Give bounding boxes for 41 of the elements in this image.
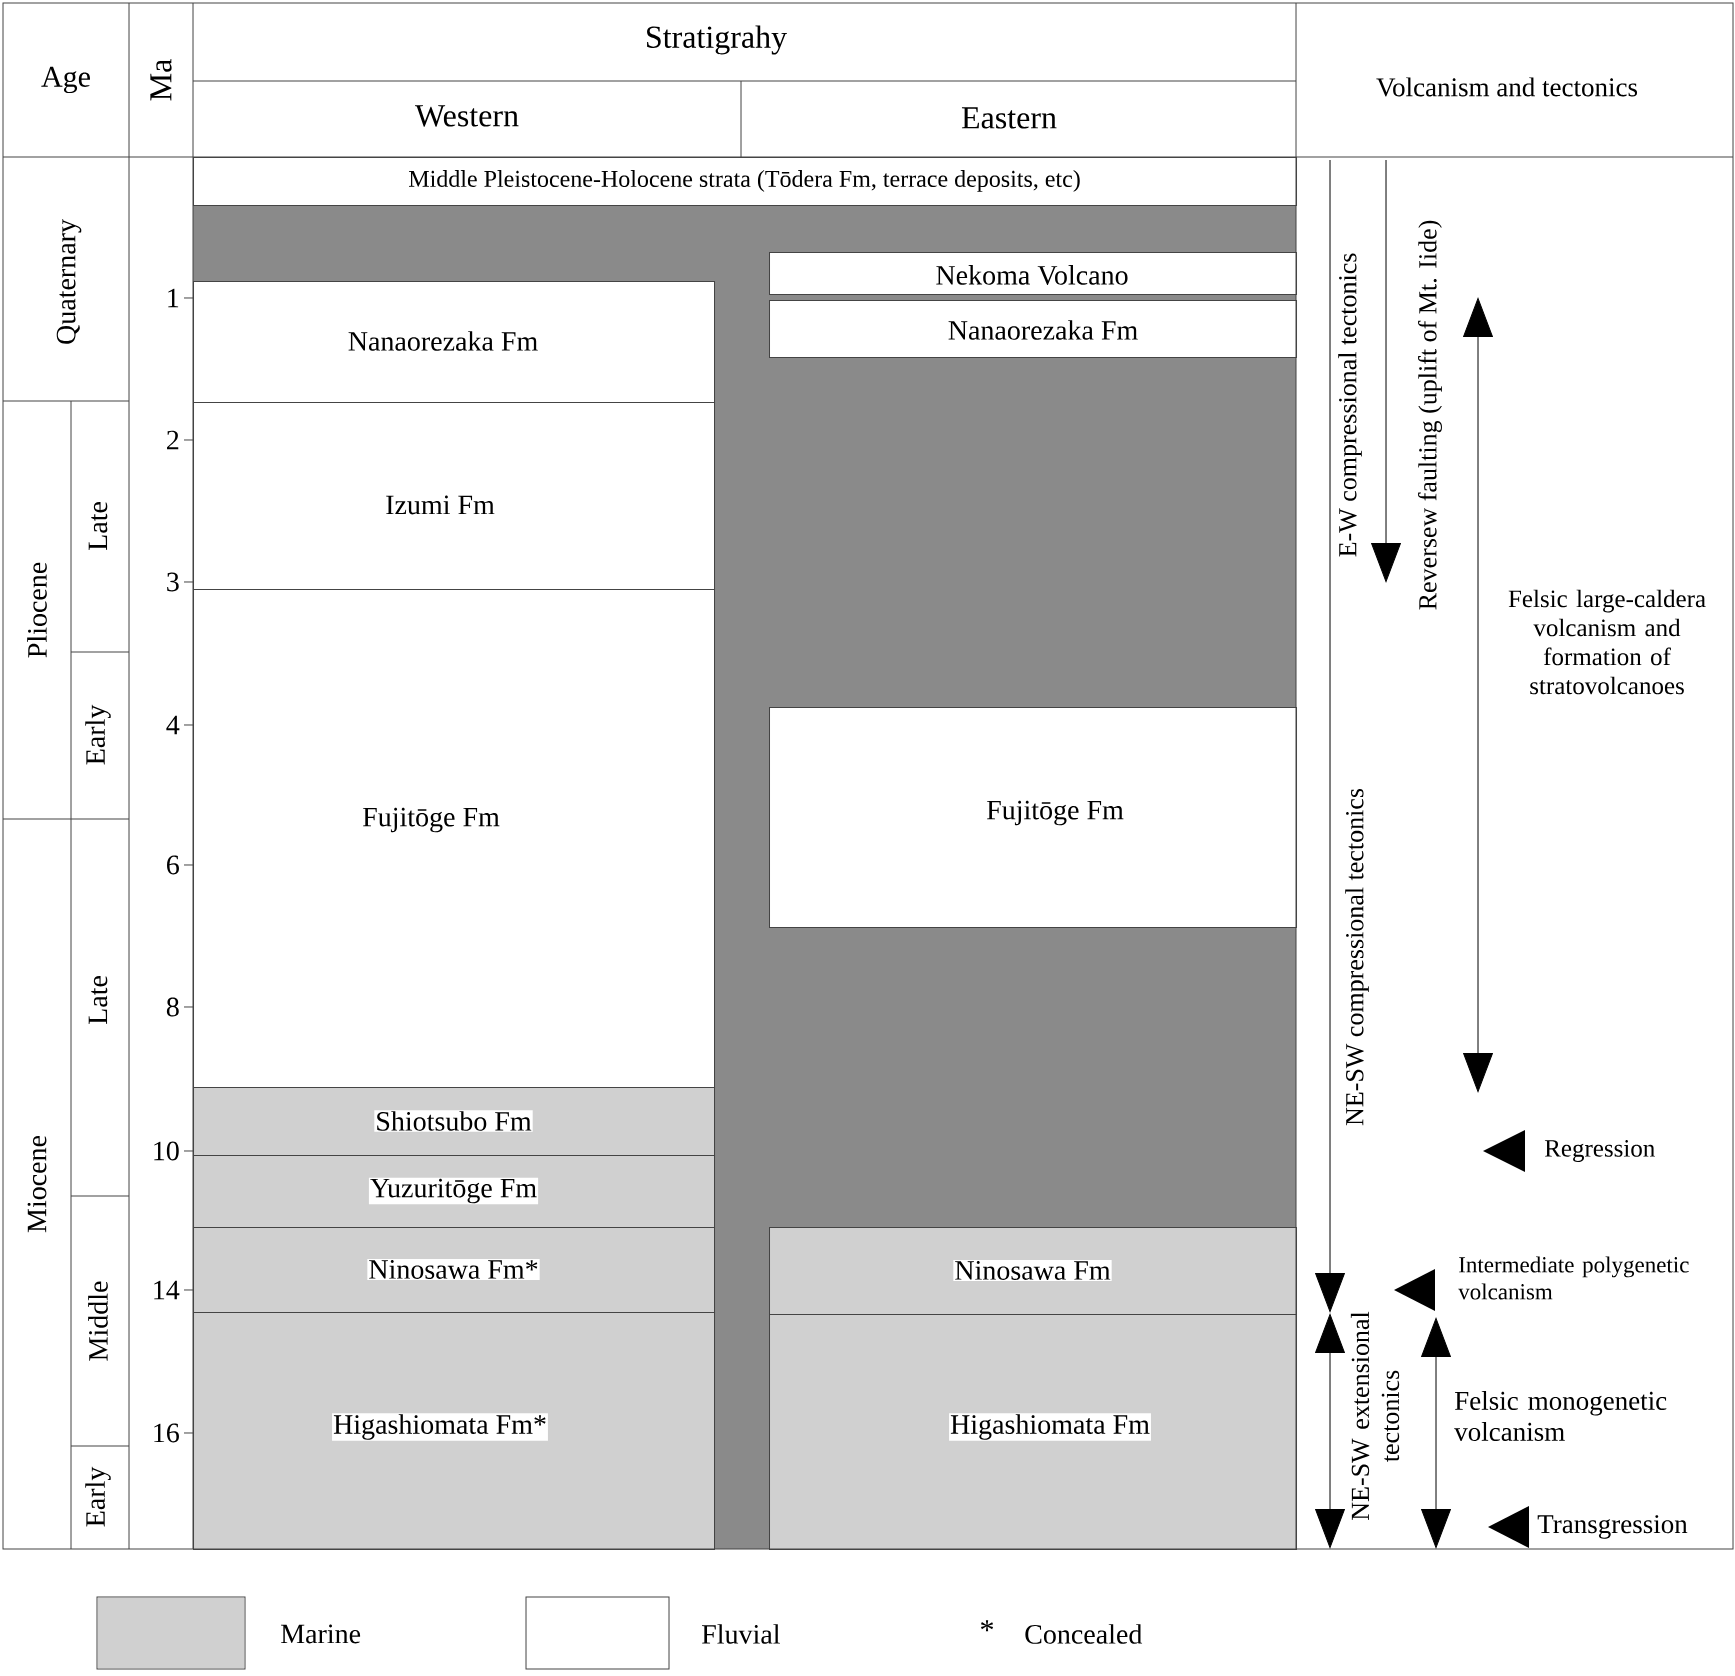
age-label: Late	[88, 502, 108, 551]
annotation-text: Regression	[1544, 1140, 1655, 1162]
header-cell: Western	[415, 105, 519, 127]
asterisk-symbol: *	[980, 1620, 994, 1632]
annotation-text: Felsic large-caldera volcanism and formation of stratovolcanoes	[1508, 589, 1706, 695]
legend-label: Fluvial	[702, 1624, 780, 1644]
header-cell: Age	[41, 66, 90, 94]
annotation-text: Intermediate polygenetic volcanism	[1458, 1256, 1689, 1300]
formation-box: Izumi Fm	[193, 402, 715, 590]
formation-box: Ninosawa Fm	[769, 1227, 1297, 1315]
age-label: Miocene	[27, 1135, 47, 1233]
age-label: Pliocene	[27, 562, 47, 658]
formation-box: Nanaorezaka Fm	[193, 281, 715, 403]
age-label: Late	[88, 976, 108, 1025]
age-label: Quaternary	[56, 219, 82, 344]
header-cell: Volcanism and tectonics	[1376, 77, 1638, 97]
tick-label: 2	[167, 430, 179, 450]
header-cell: Ma	[150, 59, 172, 101]
tick-label: 8	[166, 997, 179, 1017]
age-label: Early	[85, 704, 111, 765]
legend-label: Concealed	[1025, 1624, 1143, 1644]
tick-label: 3	[167, 572, 179, 592]
annotation-text: Transgression	[1537, 1515, 1688, 1539]
formation-box: Ninosawa Fm*	[193, 1227, 715, 1313]
formation-box: Nekoma Volcano	[769, 252, 1297, 295]
formation-box: Yuzuritōge Fm	[193, 1155, 715, 1228]
age-label: Early	[85, 1466, 111, 1527]
annotation-text: E-W compressional tectonics	[1338, 253, 1362, 557]
legend-label: Marine	[281, 1624, 361, 1644]
age-label: Middle	[88, 1281, 108, 1361]
annotation-text: NE-SW compressional tectonics	[1345, 788, 1369, 1126]
formation-box: Nanaorezaka Fm	[769, 300, 1297, 358]
header-cell: Stratigrahy	[647, 25, 787, 55]
formation-box: Fujitōge Fm	[769, 707, 1297, 928]
annotation-text: NE-SW extensional tectonics	[1350, 1311, 1400, 1520]
tick-label: 10	[154, 1141, 179, 1161]
annotation-text: Reversew faulting (uplift of Mt. Iide)	[1418, 220, 1442, 610]
annotation-text: Felsic monogenetic volcanism	[1454, 1391, 1667, 1441]
tick-label: 14	[154, 1280, 180, 1300]
strata-band: Middle Pleistocene-Holocene strata (Tōdera Fm, terrace deposits, etc)	[193, 157, 1297, 206]
formation-box: Shiotsubo Fm	[193, 1087, 715, 1156]
